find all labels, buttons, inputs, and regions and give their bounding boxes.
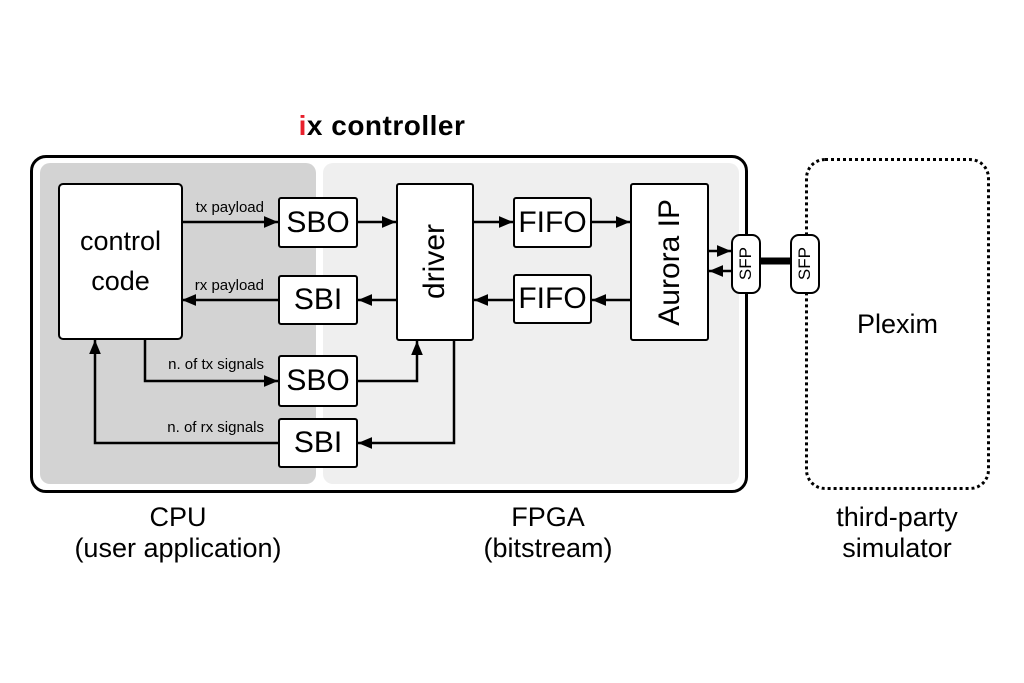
driver-block: driver [396, 183, 474, 341]
driver-label: driver [418, 224, 452, 300]
simulator-box: Plexim [805, 158, 990, 490]
simulator-caption: third-party simulator [836, 502, 958, 563]
tx-payload-label: tx payload [195, 199, 264, 216]
sfp-sim-label: SFP [795, 247, 815, 281]
sbi-nrx-block: SBI [278, 418, 358, 468]
fifo-rx-block: FIFO [513, 274, 592, 324]
control-code-block: control code [58, 183, 183, 340]
sfp-fpga-label: SFP [736, 247, 756, 281]
cpu-caption: CPU (user application) [74, 502, 282, 563]
title-rest: x controller [306, 110, 466, 141]
title-accent: i [298, 110, 307, 141]
fpga-caption: FPGA (bitstream) [483, 502, 613, 563]
n-rx-signals-label: n. of rx signals [167, 419, 264, 436]
sfp-connector-fpga: SFP [731, 234, 761, 294]
rx-payload-label: rx payload [194, 277, 264, 294]
aurora-ip-label: Aurora IP [652, 198, 686, 326]
sfp-connector-simulator: SFP [790, 234, 820, 294]
sbo-ntx-block: SBO [278, 355, 358, 407]
sbi-rx-block: SBI [278, 275, 358, 325]
sbo-tx-block: SBO [278, 197, 358, 248]
fifo-tx-block: FIFO [513, 197, 592, 248]
diagram-title: ix controller [232, 110, 532, 148]
n-tx-signals-label: n. of tx signals [168, 356, 264, 373]
aurora-ip-block: Aurora IP [630, 183, 709, 341]
plexim-label: Plexim [856, 308, 938, 339]
